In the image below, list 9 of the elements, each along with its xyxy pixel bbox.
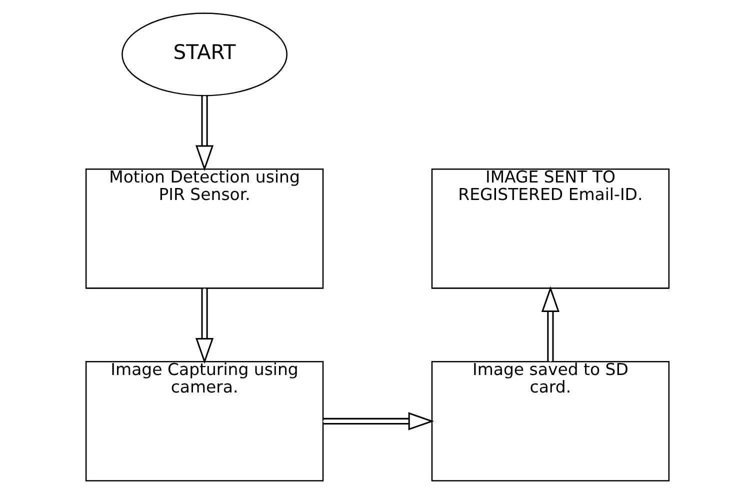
arrow xyxy=(194,288,214,364)
node-box: Image Capturing using camera. xyxy=(84,361,324,482)
node-box: IMAGE SENT TO REGISTERED Email-ID. xyxy=(430,168,670,289)
arrow xyxy=(194,96,214,172)
arrow xyxy=(540,286,560,362)
arrow xyxy=(322,412,434,430)
node-box: Motion Detection using PIR Sensor. xyxy=(84,168,324,289)
node-ellipse: START xyxy=(121,12,288,96)
node-box: Image saved to SD card. xyxy=(430,361,670,482)
